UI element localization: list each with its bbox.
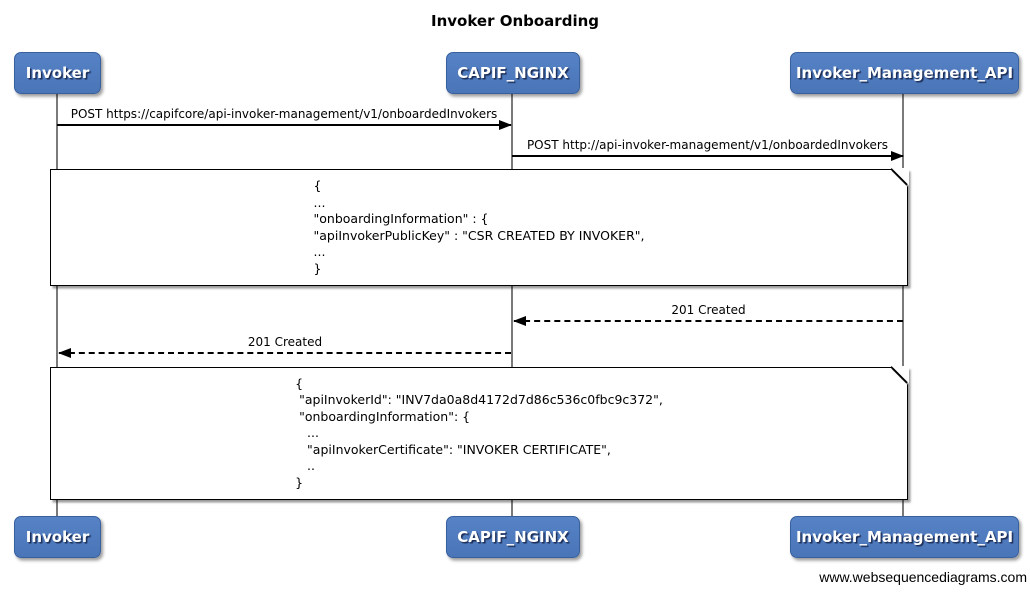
- actor-invoker-management-api-top: Invoker_Management_API: [790, 52, 1019, 94]
- message-line: [513, 315, 903, 326]
- message-line: [512, 150, 904, 161]
- message-201-created-to-capif: 201 Created: [513, 302, 903, 326]
- actor-invoker-bottom: Invoker: [14, 516, 101, 558]
- message-label: POST https://capifcore/api-invoker-manag…: [70, 107, 498, 121]
- lifeline-invoker-management-api: [902, 93, 904, 516]
- actor-label: Invoker: [25, 64, 90, 82]
- message-post-onboard-https: POST https://capifcore/api-invoker-manag…: [57, 106, 512, 130]
- actor-label: Invoker_Management_API: [795, 528, 1014, 546]
- actor-label: Invoker: [25, 528, 90, 546]
- message-line: [57, 119, 512, 130]
- message-label: 201 Created: [671, 303, 746, 317]
- message-label: 201 Created: [247, 335, 323, 349]
- arrowhead-left-icon: [58, 347, 71, 358]
- note-text: { "apiInvokerId": "INV7da0a8d4172d7d86c5…: [295, 375, 663, 490]
- message-201-created-to-invoker: 201 Created: [58, 334, 511, 358]
- message-label: POST http://api-invoker-management/v1/on…: [526, 138, 889, 152]
- message-line: [58, 347, 511, 358]
- watermark: www.websequencediagrams.com: [819, 569, 1027, 585]
- actor-invoker-top: Invoker: [14, 52, 101, 94]
- folded-corner-icon: [889, 168, 909, 188]
- actor-label: CAPIF_NGINX: [457, 528, 569, 546]
- folded-corner-icon: [889, 366, 909, 386]
- lifeline-capif-nginx: [511, 93, 513, 516]
- message-post-onboard-http: POST http://api-invoker-management/v1/on…: [512, 137, 904, 161]
- note-onboarding-request-body: { ... "onboardingInformation" : { "apiIn…: [50, 168, 909, 286]
- actor-invoker-management-api-bottom: Invoker_Management_API: [790, 516, 1019, 558]
- arrowhead-left-icon: [513, 315, 526, 326]
- arrowhead-right-icon: [891, 150, 904, 161]
- arrowhead-right-icon: [499, 119, 512, 130]
- note-onboarding-response-body: { "apiInvokerId": "INV7da0a8d4172d7d86c5…: [50, 366, 909, 500]
- actor-capif-nginx-top: CAPIF_NGINX: [446, 52, 580, 94]
- lifeline-invoker: [56, 93, 58, 516]
- actor-capif-nginx-bottom: CAPIF_NGINX: [446, 516, 580, 558]
- actor-label: CAPIF_NGINX: [457, 64, 569, 82]
- note-text: { ... "onboardingInformation" : { "apiIn…: [313, 178, 645, 276]
- diagram-title: Invoker Onboarding: [431, 12, 599, 30]
- actor-label: Invoker_Management_API: [795, 64, 1014, 82]
